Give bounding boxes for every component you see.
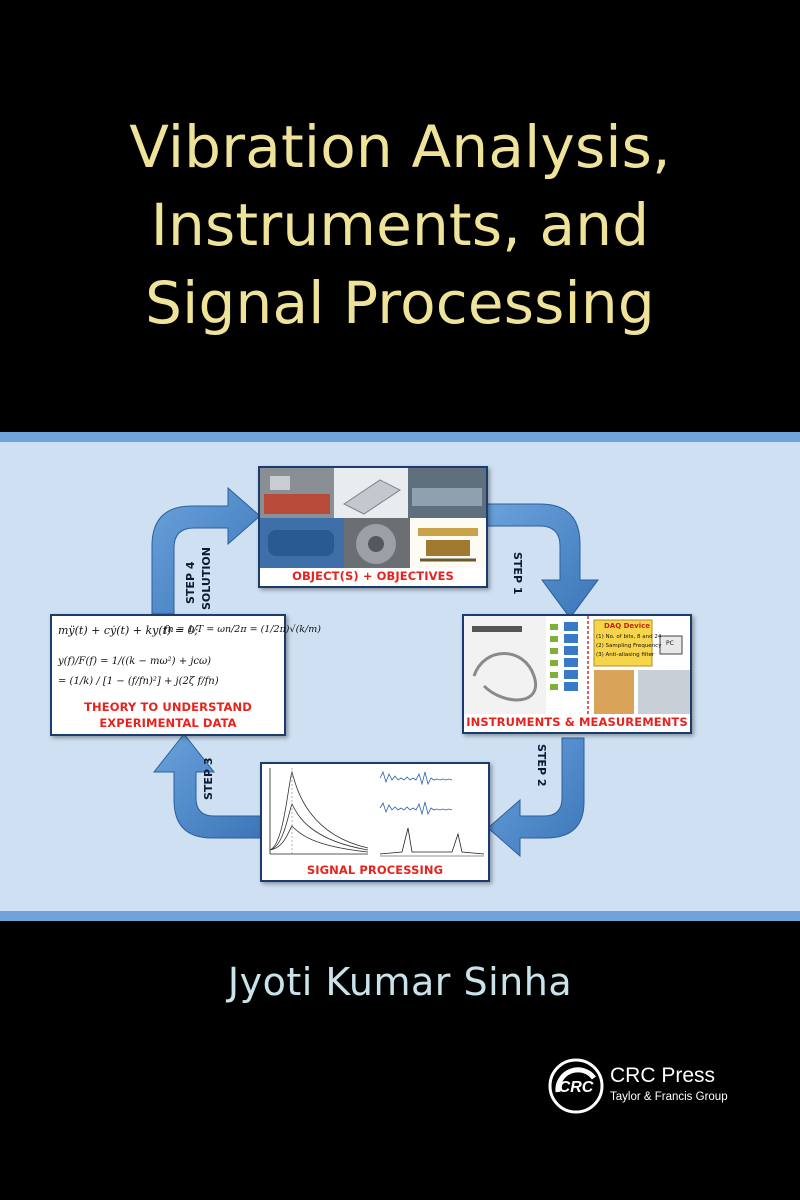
- publisher-group: Taylor & Francis Group: [610, 1091, 728, 1103]
- arrow-step-2: [487, 737, 585, 858]
- title-line-3: Signal Processing: [145, 269, 655, 337]
- step-1-label: STEP 1: [511, 552, 524, 595]
- theory-box: mÿ(t) + cẏ(t) + ky(t) = 0; fn = 1/T = ωn…: [50, 614, 321, 736]
- step-3-label: STEP 3: [202, 757, 215, 801]
- arrow-step-1: [485, 503, 599, 619]
- signal-caption: SIGNAL PROCESSING: [306, 863, 444, 877]
- step-4-label-line-1: STEP 4: [184, 561, 197, 605]
- crc-logo-icon: CRC: [548, 1058, 604, 1114]
- daq-item-1: (1) No. of bits, 8 and 24: [596, 634, 662, 640]
- daq-item-2: (2) Sampling Frequency: [596, 643, 662, 649]
- signal-plots: [262, 764, 488, 862]
- theory-caption-line-2: EXPERIMENTAL DATA: [99, 716, 237, 730]
- daq-item-3: (3) Anti-aliasing filter: [596, 652, 655, 658]
- equation-natural-frequency: fn = 1/T = ωn/2π = (1/2π)√(k/m): [164, 624, 321, 635]
- top-blue-band: [0, 432, 800, 442]
- bottom-blue-band: [0, 911, 800, 921]
- objects-caption: OBJECT(S) + OBJECTIVES: [292, 569, 454, 583]
- equation-motion: mÿ(t) + cẏ(t) + ky(t) = 0;: [58, 624, 199, 637]
- title-line-2: Instruments, and: [150, 191, 650, 259]
- equation-frf: y(f)/F(f) = 1/((k − mω²) + jcω): [58, 656, 212, 667]
- equation-frf-normalized: = (1/k) / [1 − (f/fn)²] + j(2ζ f/fn): [58, 676, 219, 687]
- pc-label: PC: [666, 640, 674, 647]
- book-title: Vibration Analysis, Instruments, and Sig…: [0, 108, 800, 342]
- step-2-label: STEP 2: [535, 744, 548, 787]
- step-4-label-line-2: SOLUTION: [200, 547, 213, 610]
- publisher-logo-block: CRC CRC Press Taylor & Francis Group: [548, 1058, 748, 1118]
- daq-title: DAQ Device: [604, 622, 651, 630]
- instruments-photo-collage: [464, 616, 690, 714]
- signal-box: SIGNAL PROCESSING: [260, 762, 490, 882]
- objects-photo-collage: [260, 468, 486, 568]
- instruments-caption: INSTRUMENTS & MEASUREMENTS: [466, 715, 688, 729]
- theory-caption-line-1: THEORY TO UNDERSTAND: [84, 700, 252, 714]
- author-name: Jyoti Kumar Sinha: [227, 960, 573, 1004]
- publisher-name: CRC Press: [610, 1064, 716, 1087]
- cycle-arrows: [151, 486, 599, 858]
- title-line-1: Vibration Analysis,: [129, 113, 671, 181]
- instruments-box: DAQ Device (1) No. of bits, 8 and 24 (2)…: [462, 614, 692, 734]
- crc-logo-text: CRC: [559, 1079, 594, 1096]
- objects-box: OBJECT(S) + OBJECTIVES: [258, 466, 488, 588]
